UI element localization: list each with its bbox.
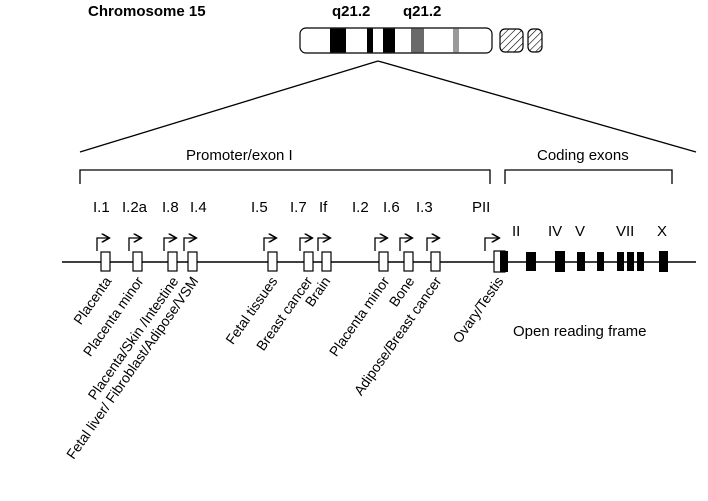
promoter-exon <box>374 238 389 272</box>
zoom-line-left <box>79 60 379 153</box>
promoter-label: I.2 <box>352 199 369 216</box>
coding-exon <box>659 251 668 272</box>
promoter-exon <box>96 238 111 272</box>
promoter-label: I.5 <box>251 199 268 216</box>
coding-exon-label: II <box>512 223 520 240</box>
coding-exon <box>555 251 565 272</box>
promoter-exons <box>96 238 506 273</box>
tissue-labels: Placenta Placenta minor Placenta/Skin /I… <box>63 273 507 462</box>
band-label-2: q21.2 <box>403 3 441 20</box>
coding-exon-label: V <box>575 223 585 240</box>
coding-bracket <box>504 169 673 184</box>
coding-exon <box>597 252 604 271</box>
promoter-label: PII <box>472 199 490 216</box>
promoter-exon <box>317 238 332 272</box>
promoter-exon <box>263 238 278 272</box>
promoter-label: I.8 <box>162 199 179 216</box>
tissue-label: Ovary/Testis <box>449 274 506 346</box>
promoter-exon <box>426 238 441 272</box>
promoter-exon <box>128 238 143 272</box>
promoter-exon <box>183 238 198 272</box>
promoter-label: If <box>319 199 328 216</box>
promoter-label: I.2a <box>122 199 148 216</box>
coding-exon <box>637 252 644 271</box>
promoter-label: I.6 <box>383 199 400 216</box>
orf-label: Open reading frame <box>513 323 646 340</box>
coding-exon <box>500 251 508 272</box>
zoom-line-right <box>377 60 697 153</box>
coding-exon <box>577 252 585 271</box>
coding-section-label: Coding exons <box>537 147 629 164</box>
promoter-labels: I.1 I.2a I.8 I.4 I.5 I.7 If I.2 I.6 I.3 … <box>93 199 490 216</box>
promoter-exon <box>299 238 314 272</box>
chromosome-label: Chromosome 15 <box>88 3 206 20</box>
coding-exon-label: VII <box>616 223 634 240</box>
coding-exon <box>526 252 536 271</box>
coding-exons <box>500 251 668 272</box>
coding-exon-labels: II IV V VII X <box>512 223 667 240</box>
promoter-exon <box>163 238 178 272</box>
chromosome-ideogram <box>299 27 543 54</box>
band-label-1: q21.2 <box>332 3 370 20</box>
coding-exon <box>627 252 634 271</box>
promoter-label: I.4 <box>190 199 207 216</box>
promoter-label: I.3 <box>416 199 433 216</box>
promoter-exon <box>399 238 414 272</box>
coding-exon-label: X <box>657 223 667 240</box>
coding-exon <box>617 252 624 271</box>
promoter-section-label: Promoter/exon I <box>186 147 293 164</box>
promoter-bracket <box>79 169 491 184</box>
promoter-label: I.7 <box>290 199 307 216</box>
coding-exon-label: IV <box>548 223 562 240</box>
promoter-label: I.1 <box>93 199 110 216</box>
